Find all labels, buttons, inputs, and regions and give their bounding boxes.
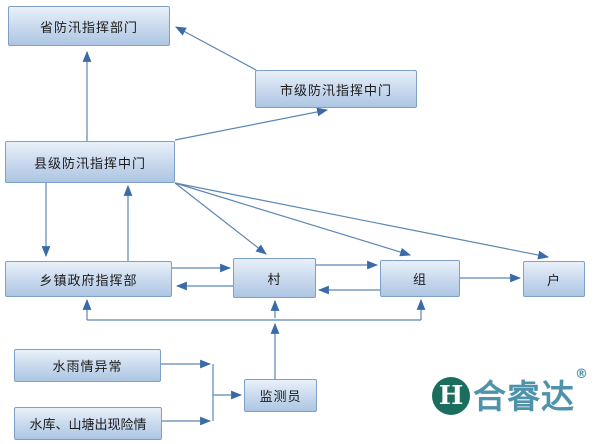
brand-logo: H 合睿达® <box>432 368 596 418</box>
edge-city-to-province <box>175 26 257 71</box>
brand-name: 合睿达 <box>473 376 575 416</box>
node-water-rain-abnormal: 水雨情异常 <box>14 349 161 382</box>
node-monitor: 监测员 <box>244 379 317 412</box>
node-village: 村 <box>233 258 316 298</box>
edge-county-to-city <box>174 107 329 141</box>
edge-county-to-village <box>174 182 267 255</box>
brand-logo-icon: H <box>432 377 470 415</box>
node-township: 乡镇政府指挥部 <box>5 261 172 297</box>
brand-logo-text: 合睿达® <box>473 368 589 416</box>
node-province: 省防汛指挥部门 <box>8 6 170 46</box>
edge-county-to-household <box>174 182 550 260</box>
node-reservoir-danger: 水库、山塘出现险情 <box>14 407 162 440</box>
node-city: 市级防汛指挥中门 <box>255 70 417 108</box>
node-county: 县级防汛指挥中门 <box>5 141 175 183</box>
edge-county-to-group <box>174 182 412 257</box>
registered-trademark-symbol: ® <box>575 366 589 382</box>
node-group: 组 <box>380 260 460 297</box>
node-household: 户 <box>523 261 585 297</box>
